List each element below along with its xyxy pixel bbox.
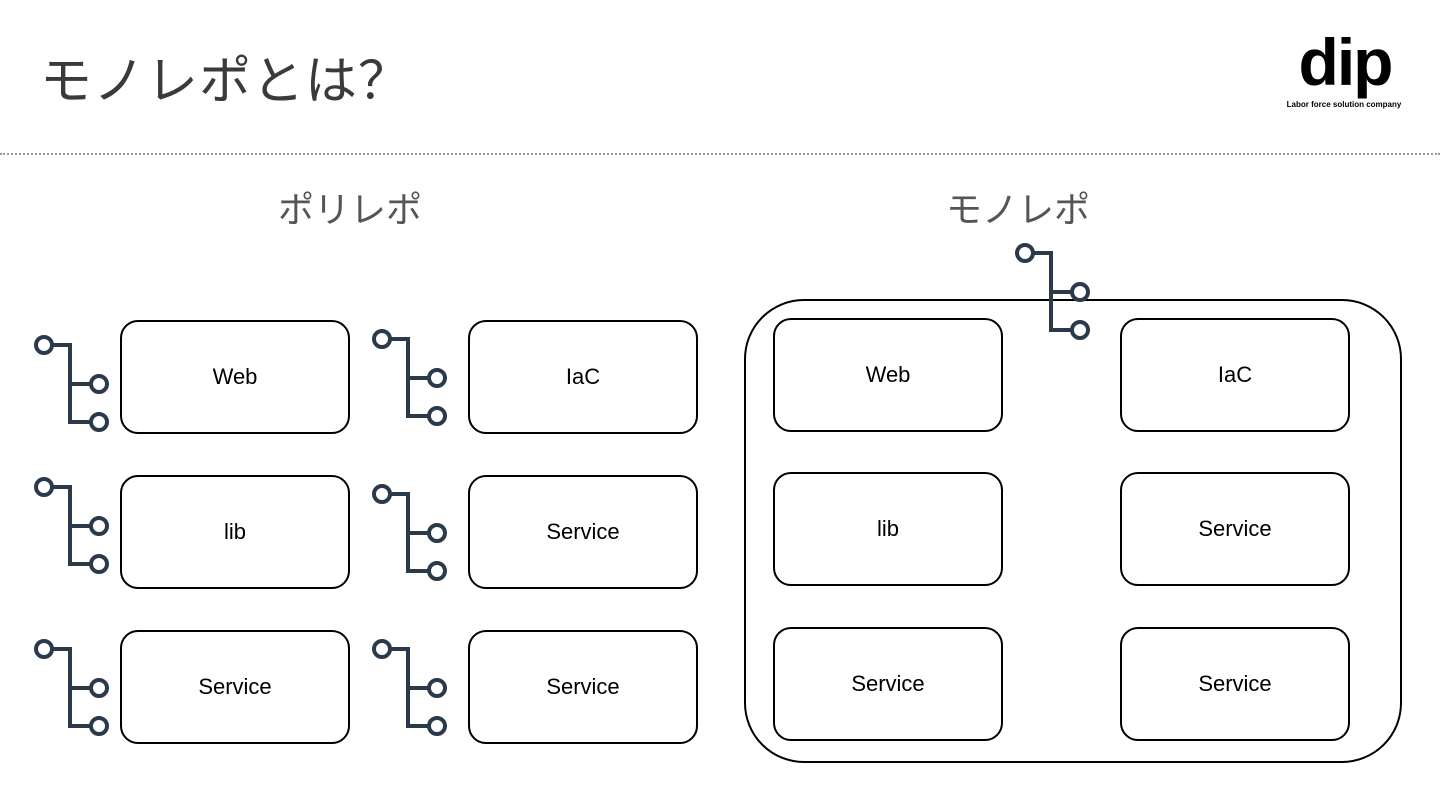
git-branch-icon [372, 329, 447, 426]
git-branch-icon [1015, 243, 1090, 340]
page-title: モノレポとは？ [40, 52, 412, 112]
repo-box: Service [468, 475, 698, 589]
repo-box: IaC [468, 320, 698, 434]
header-divider [0, 153, 1440, 155]
git-branch-icon [34, 477, 109, 574]
git-branch-icon [372, 639, 447, 736]
monorepo-title: モノレポ [945, 190, 1090, 231]
repo-box: Web [120, 320, 350, 434]
logo-wordmark: dip [1298, 25, 1394, 99]
dip-logo: dip Labor force solution company [1276, 25, 1412, 112]
repo-box: lib [120, 475, 350, 589]
package-box: lib [773, 472, 1003, 586]
package-box: Web [773, 318, 1003, 432]
package-box: Service [773, 627, 1003, 741]
logo-tagline: Labor force solution company [1286, 100, 1402, 109]
polyrepo-title: ポリレポ [277, 190, 422, 231]
git-branch-icon [34, 335, 109, 432]
repo-box: Service [120, 630, 350, 744]
package-box: IaC [1120, 318, 1350, 432]
package-box: Service [1120, 627, 1350, 741]
repo-box: Service [468, 630, 698, 744]
git-branch-icon [34, 639, 109, 736]
package-box: Service [1120, 472, 1350, 586]
git-branch-icon [372, 484, 447, 581]
